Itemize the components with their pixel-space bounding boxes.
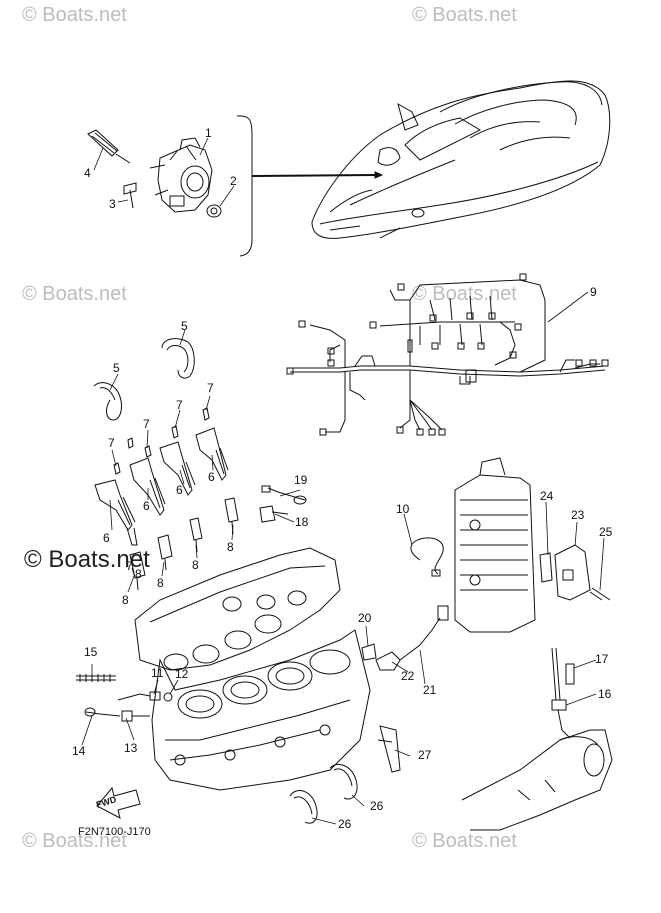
watermark-center: © Boats.net (24, 546, 150, 573)
callout-8: 8 (227, 540, 234, 554)
callout-7: 7 (126, 559, 133, 573)
bracket-line (237, 116, 252, 256)
callout-14: 14 (72, 744, 86, 758)
fwd-arrow (97, 788, 140, 818)
callout-17: 17 (595, 652, 609, 666)
callout-26: 26 (338, 817, 352, 831)
ignition-coils (95, 428, 228, 545)
callout-5: 5 (113, 361, 120, 375)
tie-strap-26-b (290, 791, 317, 824)
watermark: © Boats.net (22, 283, 127, 305)
callout-8: 8 (157, 576, 164, 590)
diagram-code: F2N7100-J170 (78, 826, 151, 838)
callout-6: 6 (176, 483, 183, 497)
callout-16: 16 (598, 687, 612, 701)
leader-arrow (252, 175, 375, 176)
sensor-cable-10 (411, 538, 443, 576)
bolts-7 (114, 408, 209, 474)
callout-4: 4 (84, 166, 91, 180)
band-5-lower (94, 383, 121, 420)
callout-6: 6 (143, 499, 150, 513)
ecu-unit-23 (555, 545, 590, 600)
callout-25: 25 (599, 525, 613, 539)
callout-11: 11 (151, 666, 164, 680)
callout-7: 7 (176, 398, 183, 412)
spark-plugs (130, 498, 238, 590)
callout-19: 19 (294, 473, 308, 487)
callout-8: 8 (122, 593, 129, 607)
watermark: © Boats.net (412, 4, 517, 26)
bolt-3 (124, 183, 136, 208)
wire-harness (287, 274, 608, 435)
callout-1: 1 (205, 126, 212, 140)
watercraft-illustration (312, 81, 610, 238)
callout-2: 2 (230, 174, 237, 188)
band-5-upper (162, 339, 194, 378)
callout-20: 20 (358, 611, 372, 625)
ecu-gasket-24 (540, 553, 552, 582)
throttle-body-assembly (150, 138, 212, 212)
engine-block (135, 548, 370, 790)
callout-9: 9 (590, 285, 597, 299)
callout-13: 13 (124, 741, 138, 755)
sensor-parts-left (76, 674, 172, 721)
sensor-19 (262, 486, 306, 504)
callout-6: 6 (103, 531, 110, 545)
leader-lines (82, 138, 604, 824)
tie-strap-27 (378, 726, 400, 772)
callout-6: 6 (208, 470, 215, 484)
callout-10: 10 (396, 502, 410, 516)
callout-24: 24 (540, 489, 554, 503)
watermark: © Boats.net (22, 830, 127, 852)
bolt-17 (566, 664, 574, 684)
sensor-20 (362, 644, 376, 660)
callout-12: 12 (175, 667, 189, 681)
callout-7: 7 (108, 436, 115, 450)
sensor-18 (260, 506, 288, 522)
callout-7: 7 (143, 417, 150, 431)
nut-2 (207, 205, 221, 217)
callout-3: 3 (109, 197, 116, 211)
sensor-22 (376, 606, 448, 670)
callout-8: 8 (135, 567, 142, 581)
callout-23: 23 (571, 508, 585, 522)
callout-27: 27 (418, 748, 432, 762)
callout-22: 22 (401, 669, 415, 683)
arrow-head (375, 172, 382, 178)
tie-strap-26-a (330, 764, 357, 799)
watermark: © Boats.net (22, 4, 127, 26)
sensor-screw-4 (88, 130, 130, 163)
callout-18: 18 (295, 515, 309, 529)
callout-7: 7 (207, 381, 214, 395)
callout-21: 21 (423, 683, 437, 697)
callout-26: 26 (370, 799, 384, 813)
sensor-16 (552, 648, 570, 738)
watermark: © Boats.net (412, 830, 517, 852)
callout-8: 8 (192, 558, 199, 572)
callout-5: 5 (181, 319, 188, 333)
bolt-25 (590, 588, 610, 600)
exhaust-manifold (462, 730, 612, 830)
callout-15: 15 (84, 645, 98, 659)
ecu-bracket (455, 458, 535, 632)
